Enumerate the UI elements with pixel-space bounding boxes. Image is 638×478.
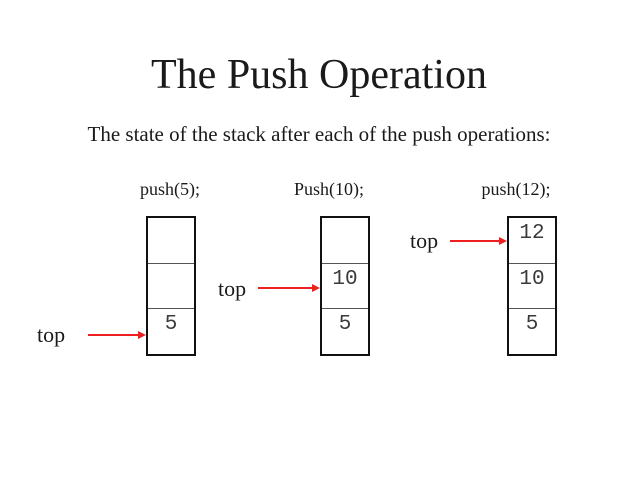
top-arrow-icon-1 [88,331,146,339]
top-pointer-label-2: top [218,276,247,301]
stack-1-cell-top [148,218,194,263]
stack-diagram-2: 10 5 [320,216,370,356]
stack-2-cell-middle: 10 [322,262,368,309]
stack-diagram-3: 12 10 5 [507,216,557,356]
push-operation-label-3: push(12); [481,179,551,199]
top-pointer-label-1: top [37,322,66,347]
stack-3-cell-bottom: 5 [509,308,555,354]
top-arrow-icon-3 [450,237,507,245]
stack-1-cell-middle [148,262,194,309]
stack-3-cell-middle: 10 [509,262,555,309]
page-title: The Push Operation [151,52,487,98]
slide-subtitle: The state of the stack after each of the… [87,122,551,146]
stack-2-cell-bottom: 5 [322,308,368,354]
push-operation-label-2: Push(10); [293,179,364,199]
push-operation-label-1: push(5); [140,179,200,199]
stack-2-cell-top [322,218,368,263]
stack-diagram-1: 5 [146,216,196,356]
top-arrow-icon-2 [258,284,320,292]
stack-3-cell-top: 12 [519,222,545,245]
stack-1-cell-bottom: 5 [148,308,194,354]
top-pointer-label-3: top [410,228,439,253]
